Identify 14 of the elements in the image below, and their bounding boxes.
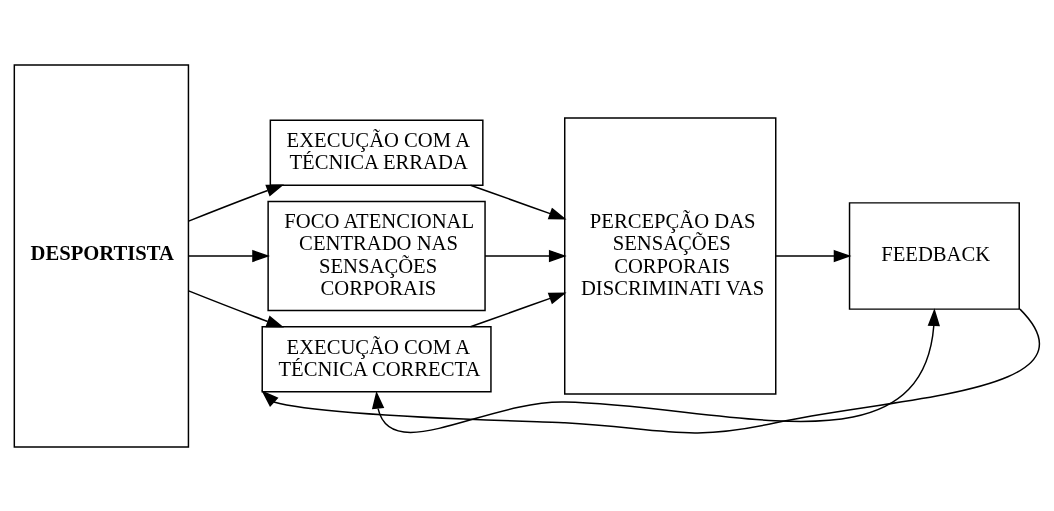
- arrow: [187, 249, 270, 262]
- node-box: EXECUÇÃO COM A TÉCNICA ERRADA: [269, 119, 484, 186]
- node-box: FOCO ATENCIONAL CENTRADO NAS SENSAÇÕES CORPORAIS: [267, 200, 486, 311]
- arrow: [261, 307, 1041, 434]
- node-box: FEEDBACK: [848, 201, 1020, 310]
- node-box: PERCEPÇÃO DAS SENSAÇÕES CORPORAIS DISCRIMINATI VAS: [564, 116, 777, 395]
- arrow: [371, 307, 940, 433]
- node-box: EXECUÇÃO COM A TÉCNICA CORRECTA: [261, 325, 492, 392]
- arrow: [187, 289, 285, 328]
- arrow: [775, 249, 852, 262]
- arrow: [469, 184, 567, 219]
- arrow: [187, 183, 285, 222]
- arrow: [484, 249, 567, 262]
- node-box: DESPORTISTA: [13, 63, 190, 448]
